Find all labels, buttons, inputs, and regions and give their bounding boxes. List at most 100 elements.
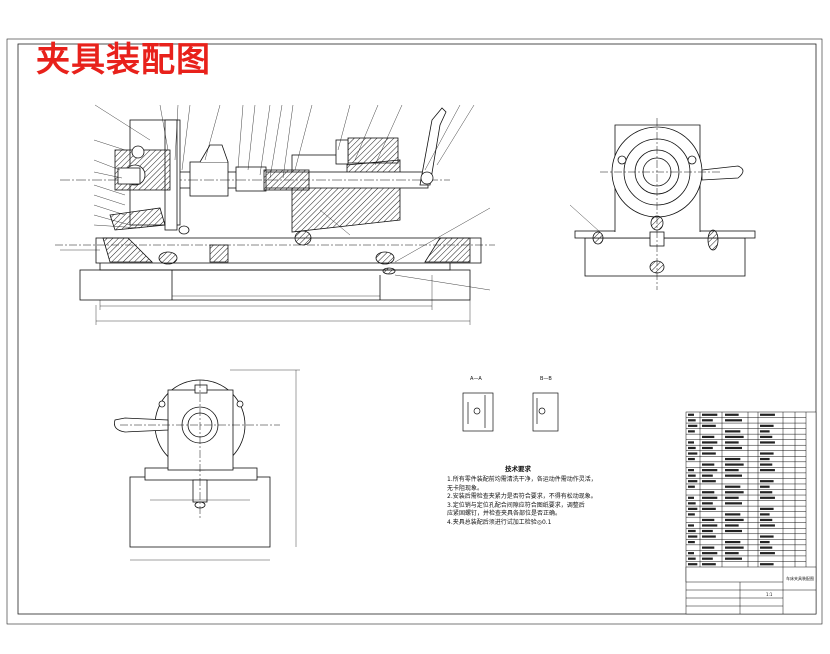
parts-list-cell-text bbox=[688, 485, 695, 488]
title-block-part-title: 车床夹具装配图 bbox=[786, 576, 814, 581]
parts-list bbox=[685, 411, 817, 615]
parts-list-cell-text bbox=[760, 441, 775, 444]
parts-list-cell-text bbox=[702, 563, 716, 566]
parts-list-cell-text bbox=[760, 413, 775, 416]
parts-list-cell-text bbox=[688, 524, 694, 527]
parts-list-cell-text bbox=[725, 419, 742, 422]
parts-list-cell-text bbox=[702, 452, 716, 455]
parts-list-cell-text bbox=[688, 513, 695, 516]
parts-list-cell-text bbox=[760, 496, 775, 499]
parts-list-cell-text bbox=[688, 452, 698, 455]
parts-list-cell-text bbox=[760, 469, 775, 472]
parts-list-cell-text bbox=[725, 413, 739, 416]
parts-list-cell-text bbox=[688, 557, 696, 560]
parts-list-cell-text bbox=[688, 496, 694, 499]
parts-list-cell-text bbox=[702, 480, 716, 483]
parts-list-cell-text bbox=[725, 524, 739, 527]
parts-list-cell-text bbox=[760, 540, 770, 544]
parts-list-cell-text bbox=[702, 524, 718, 527]
parts-list-cell-text bbox=[688, 474, 696, 477]
parts-list-cell-text bbox=[725, 496, 739, 499]
parts-list-cell-text bbox=[760, 546, 773, 549]
section-b-label: B—B bbox=[540, 376, 552, 382]
parts-list-cell-text bbox=[725, 474, 742, 477]
parts-list-cell-text bbox=[688, 457, 695, 461]
parts-list-cell-text bbox=[725, 435, 744, 439]
parts-list-cell-text bbox=[760, 507, 774, 510]
parts-list-cell-text bbox=[725, 457, 741, 461]
parts-list-cell-text bbox=[760, 430, 770, 433]
parts-list-cell-text bbox=[702, 529, 713, 533]
tech-req-line-2: 无卡阻现象。 bbox=[447, 484, 484, 492]
parts-list-cell-text bbox=[702, 435, 715, 439]
tech-req-line-6: 4.夹具总装配后须进行试加工检验◎0.1 bbox=[447, 518, 552, 526]
inner-border bbox=[17, 43, 817, 615]
parts-list-cell-text bbox=[760, 563, 774, 566]
parts-list-cell-text bbox=[702, 507, 716, 510]
tech-requirements-heading: 技术要求 bbox=[505, 465, 531, 473]
parts-list-cell-text bbox=[760, 513, 770, 516]
parts-list-cell-text bbox=[688, 430, 695, 433]
parts-list-cell-text bbox=[688, 424, 698, 427]
parts-list-cell-text bbox=[688, 540, 695, 544]
parts-list-cell-text bbox=[725, 446, 742, 450]
parts-list-cell-text bbox=[688, 502, 696, 505]
parts-list-cell-text bbox=[725, 552, 739, 555]
side-view bbox=[569, 118, 756, 290]
parts-list-cell-text bbox=[702, 446, 713, 450]
parts-list-cell-text bbox=[702, 413, 718, 416]
parts-list-cell-text bbox=[725, 540, 741, 544]
title-block-scale: 1:1 bbox=[766, 592, 773, 597]
parts-list-cell-text bbox=[688, 469, 694, 472]
parts-list-cell-text bbox=[725, 485, 741, 488]
parts-list-cell-text bbox=[702, 469, 718, 472]
parts-list-cell-text bbox=[760, 524, 775, 527]
tech-req-line-3: 2.安装后需检查夹紧力是否符合要求，不得有松动现象。 bbox=[447, 493, 597, 501]
front-view bbox=[55, 104, 495, 325]
parts-list-cell-text bbox=[702, 424, 716, 427]
parts-list-cell-text bbox=[760, 452, 774, 455]
parts-list-cell-text bbox=[760, 485, 770, 488]
parts-list-cell-text bbox=[760, 424, 774, 427]
parts-list-cell-text bbox=[760, 463, 773, 466]
parts-list-cell-text bbox=[725, 441, 739, 444]
parts-list-cell-text bbox=[702, 535, 716, 538]
parts-list-cell-text bbox=[688, 529, 696, 533]
parts-list-cell-text bbox=[688, 552, 694, 555]
parts-list-cell-text bbox=[702, 502, 713, 505]
parts-list-cell-text bbox=[760, 480, 774, 483]
parts-list-cells bbox=[688, 413, 775, 566]
parts-list-cell-text bbox=[688, 507, 698, 510]
tech-req-line-1: 1.所有零件装配前均需清洗干净，各运动件需动作灵活， bbox=[447, 476, 597, 483]
parts-list-cell-text bbox=[688, 563, 698, 566]
parts-list-cell-text bbox=[702, 518, 715, 522]
parts-list-cell-text bbox=[725, 518, 744, 522]
parts-list-cell-text bbox=[725, 463, 744, 466]
parts-list-cell-text bbox=[760, 518, 773, 522]
parts-list-cell-text bbox=[725, 557, 742, 560]
parts-list-cell-text bbox=[725, 469, 739, 472]
parts-list-cell-text bbox=[688, 480, 698, 483]
parts-list-cell-text bbox=[760, 457, 770, 461]
parts-list-cell-text bbox=[760, 491, 773, 494]
parts-list-cell-text bbox=[688, 535, 698, 538]
parts-list-cell-text bbox=[760, 535, 774, 538]
parts-list-cell-text bbox=[702, 474, 713, 477]
parts-list-cell-text bbox=[725, 491, 744, 494]
parts-list-cell-text bbox=[702, 552, 718, 555]
top-view bbox=[114, 369, 300, 561]
drawing-title: 夹具装配图 bbox=[36, 40, 211, 80]
tech-req-line-5: 应紧固螺钉，并检查夹具各部位是否正确。 bbox=[447, 510, 562, 518]
parts-list-cell-text bbox=[725, 430, 741, 433]
section-a-label: A—A bbox=[470, 376, 482, 382]
parts-list-cell-text bbox=[702, 463, 715, 466]
parts-list-cell-text bbox=[702, 546, 715, 549]
parts-list-cell-text bbox=[702, 496, 718, 499]
parts-list-cell-text bbox=[688, 419, 696, 422]
parts-list-cell-text bbox=[702, 441, 718, 444]
section-views bbox=[462, 392, 559, 432]
parts-list-cell-text bbox=[688, 441, 694, 444]
parts-list-cell-text bbox=[760, 552, 775, 555]
tech-req-line-4: 3.定位销与定位孔配合间隙应符合图纸要求，调整后 bbox=[447, 501, 585, 509]
